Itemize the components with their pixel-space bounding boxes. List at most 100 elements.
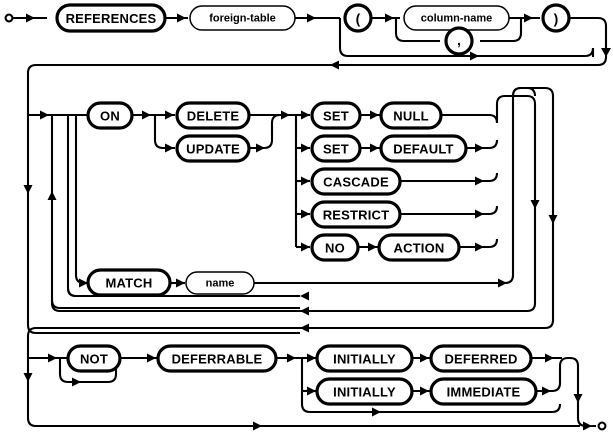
node-delete-label: DELETE (187, 109, 240, 124)
rail-row2-to-row3 (26, 326, 300, 360)
arrow-default-merge (475, 143, 484, 153)
rail-split-to-update (153, 115, 175, 150)
arrow-deferred-merge (545, 353, 554, 363)
arrow-into-update (165, 143, 174, 153)
node-on-label: ON (100, 109, 120, 124)
rail-initially-skip (300, 358, 470, 414)
end-marker-circle (597, 421, 607, 431)
arrow-start (26, 13, 35, 23)
node-initially-immediate-initially-label: INITIALLY (333, 385, 396, 400)
rail-comma-loop-right (480, 18, 523, 43)
node-initially-deferred-initially-label: INITIALLY (333, 352, 396, 367)
arrow-group-loop-inner-up (47, 191, 57, 200)
arrow-merge-out (281, 110, 290, 120)
rail-actions-loopback (300, 210, 537, 313)
node-set-null-set-label: SET (323, 109, 349, 124)
arrow-initially-deferred (420, 353, 429, 363)
arrow-row2-wrap-left (300, 323, 309, 333)
arrow-fan-no-action (301, 242, 310, 252)
rail-action-merge (459, 238, 499, 249)
arrow-deferrable-skip-right (253, 421, 262, 431)
arrow-deferrable-collect-down (573, 394, 583, 403)
node-deferrable-label: DEFERRABLE (172, 352, 263, 367)
arrow-deferrable-out (287, 353, 296, 363)
node-immediate-label: IMMEDIATE (447, 385, 521, 400)
node-column-name-label: column-name (421, 13, 493, 25)
node-references-label: REFERENCES (66, 11, 157, 26)
arrow-initially-skip (372, 407, 381, 417)
arrow-row1-wrap-left (330, 60, 339, 70)
arrow-set-default (370, 143, 379, 153)
arrow-set-null (370, 110, 379, 120)
rail-row1-to-row2 (26, 63, 330, 98)
arrow-deferrable-skip-down (23, 373, 33, 382)
arrow-restrict-merge (475, 209, 484, 219)
rail-actions-loopback-left (50, 300, 300, 313)
arrow-actions-loopback (300, 306, 309, 316)
node-foreign-table-label: foreign-table (209, 13, 276, 25)
arrow-fan-set-default (301, 143, 310, 153)
arrow-foreign-table-out (307, 13, 316, 23)
node-no-label: NO (325, 241, 345, 256)
node-rparen-label: ) (554, 11, 559, 27)
rail-deferrable-collect (568, 356, 596, 428)
arrow-update-merge (256, 143, 265, 153)
arrow-row2-wrap-down (548, 215, 558, 224)
node-not-label: NOT (80, 352, 108, 367)
arrow-fan-cascade (301, 176, 310, 186)
node-match-label: MATCH (106, 276, 153, 291)
start-marker-circle (4, 13, 14, 23)
arrow-left-spine-down (23, 185, 33, 194)
node-action-label: ACTION (393, 241, 444, 256)
arrow-paren-bypass (470, 51, 479, 61)
rail-split-to-match (74, 115, 88, 285)
arrow-fan-initially-immediate (307, 386, 316, 396)
arrow-match-out (176, 278, 185, 288)
rail-cascade-merge (400, 172, 499, 183)
arrow-action-merge (475, 242, 484, 252)
arrow-outer-loop-left (300, 291, 309, 301)
rail-deferrable-skip (26, 360, 580, 428)
node-default-label: DEFAULT (393, 142, 453, 157)
rail-actions-collect (495, 94, 537, 210)
arrow-into-delete (165, 110, 174, 120)
arrow-match-merge (498, 278, 507, 288)
arrow-fan-set-null (301, 110, 310, 120)
arrow-column-out (524, 13, 533, 23)
arrow-references-out (177, 13, 186, 23)
arrow-enter-on (40, 110, 49, 120)
arrow-on-out (142, 110, 151, 120)
rail-not-bypass (58, 358, 118, 384)
arrow-row1-down (601, 48, 611, 57)
node-null-label: NULL (393, 109, 428, 124)
rail-row1-wrap-right (330, 16, 608, 67)
rail-outer-loop-left (66, 287, 300, 298)
arrow-not-bypass (72, 377, 81, 387)
arrow-no-action (368, 242, 377, 252)
arrow-actions-down (530, 200, 540, 209)
node-lparen-label: ( (356, 11, 361, 27)
rail-null-merge (441, 113, 499, 124)
node-set-default-set-label: SET (323, 142, 349, 157)
rail-comma-loop-left (394, 18, 440, 43)
arrow-fan-initially-deferred (307, 353, 316, 363)
arrow-fan-restrict (301, 209, 310, 219)
node-update-label: UPDATE (186, 142, 240, 157)
arrow-cascade-merge (475, 176, 484, 186)
node-comma-circle (444, 26, 474, 56)
rail-row2-wrap-right (300, 96, 555, 330)
arrow-final (583, 421, 592, 431)
node-restrict-label: RESTRICT (323, 208, 390, 223)
arrow-into-deferrable (147, 353, 156, 363)
rail-row2-wrap-top (511, 86, 555, 97)
arrow-initially-immediate (420, 386, 429, 396)
rail-initially-skip-merge (470, 403, 562, 414)
node-deferred-label: DEFERRED (444, 352, 517, 367)
arrow-into-match (79, 278, 88, 288)
node-comma-label: , (457, 32, 461, 48)
arrow-lparen-out (385, 13, 394, 23)
rail-default-merge (466, 139, 499, 150)
rail-immediate-merge (536, 356, 569, 393)
